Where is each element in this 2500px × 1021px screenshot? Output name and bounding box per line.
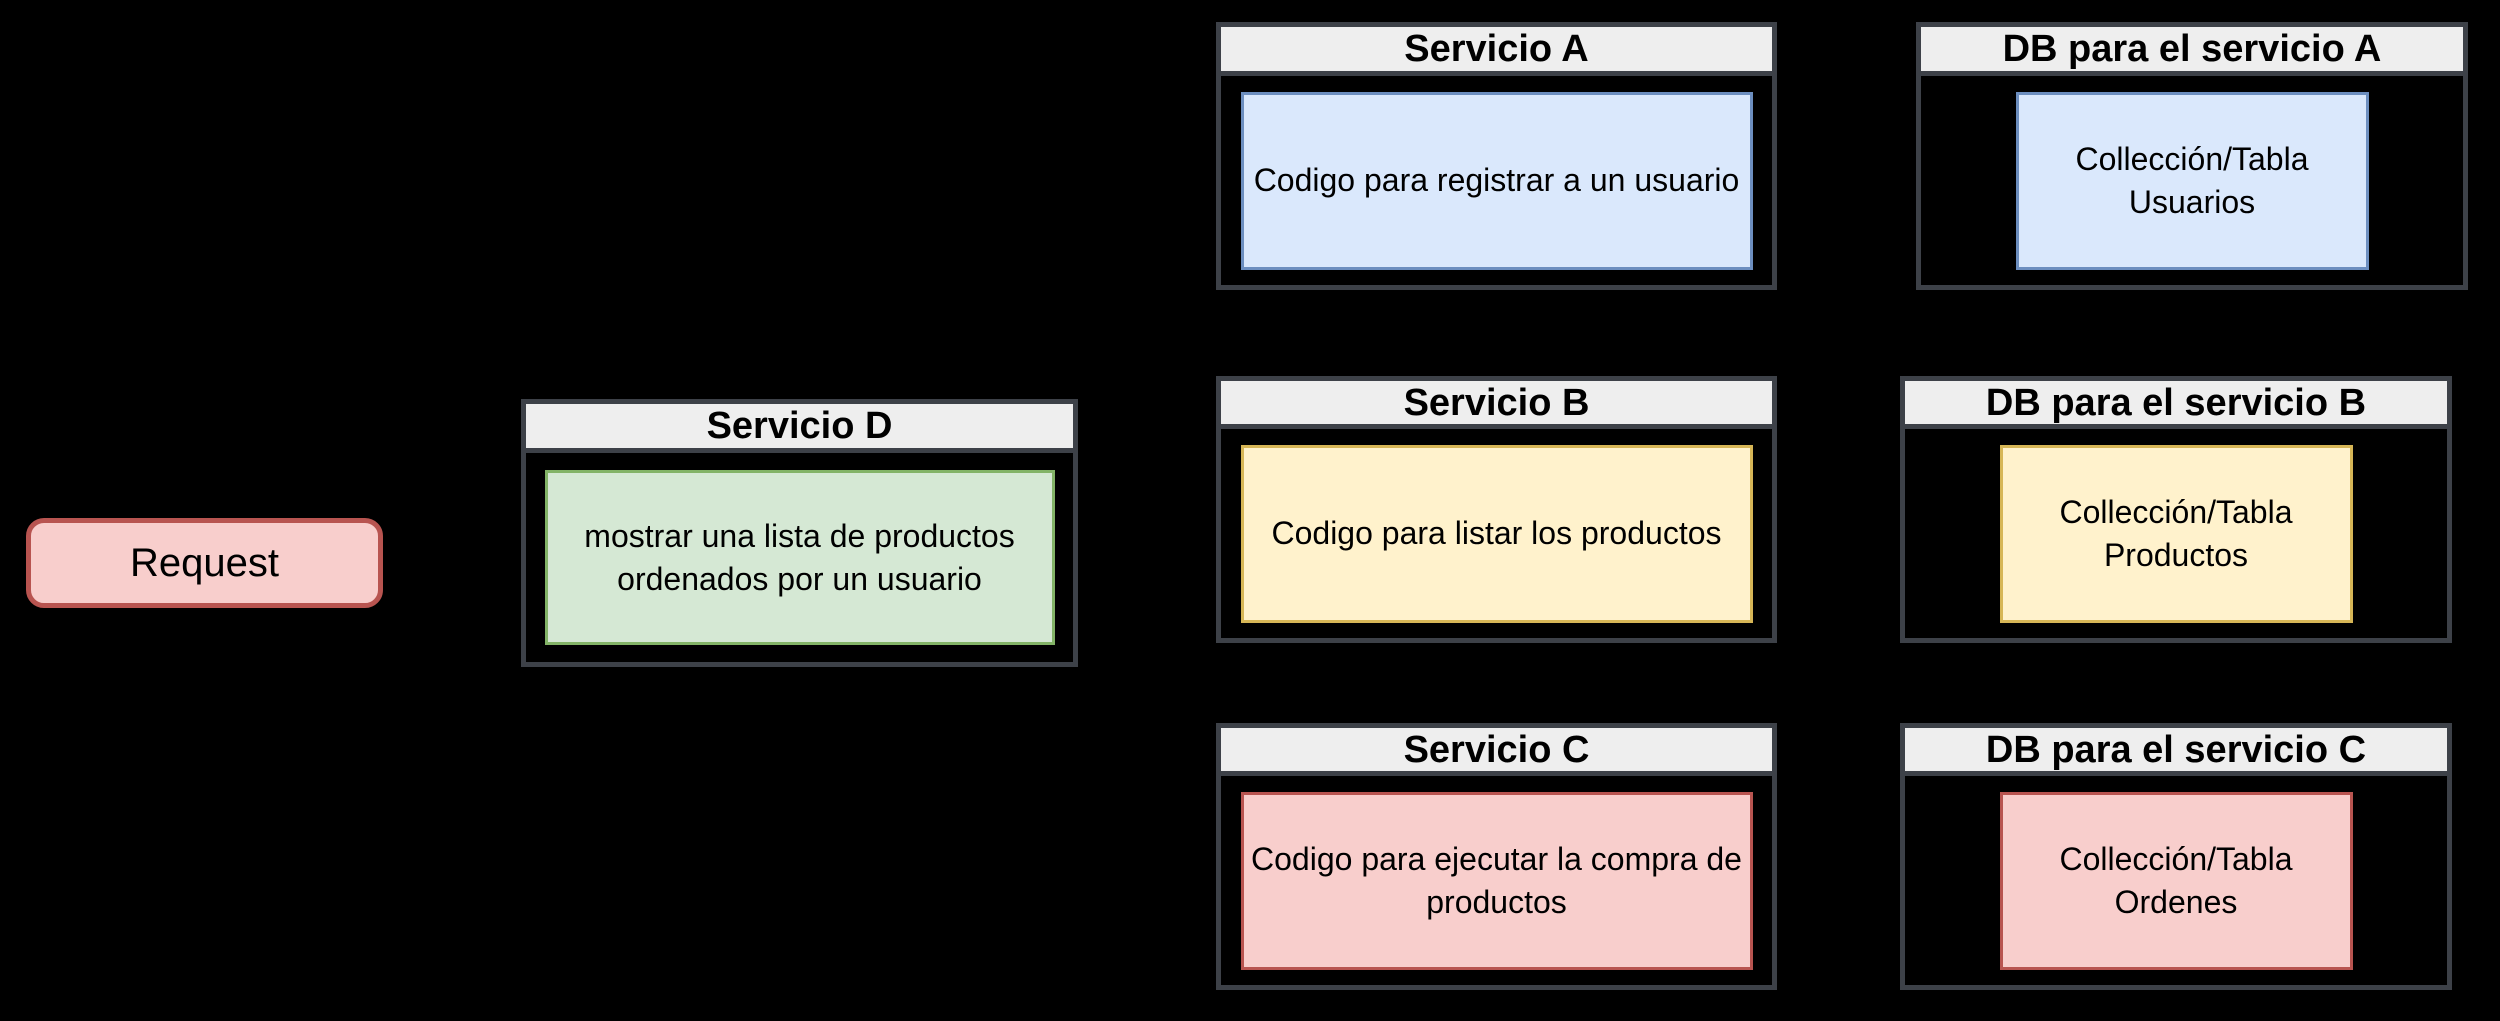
db-servicio-a-inner-text: Collección/Tabla Usuarios — [2075, 141, 2309, 220]
db-servicio-c-inner-text: Collección/Tabla Ordenes — [2059, 841, 2293, 920]
arrowhead-request-to-servicio-d — [510, 555, 521, 569]
servicio-b-inner-text: Codigo para listar los productos — [1271, 515, 1722, 552]
panel-servicio-b-body: Codigo para listar los productos — [1221, 429, 1772, 638]
panel-db-servicio-a-body: Collección/Tabla Usuarios — [1921, 76, 2463, 285]
panel-servicio-b-title: Servicio B — [1221, 381, 1772, 429]
panel-db-servicio-a[interactable]: DB para el servicio A Collección/Tabla U… — [1916, 22, 2468, 290]
servicio-d-inner-text: mostrar una lista de productos ordenados… — [584, 518, 1015, 597]
db-servicio-b-inner-text: Collección/Tabla Productos — [2059, 494, 2293, 573]
panel-db-servicio-c-title: DB para el servicio C — [1905, 728, 2447, 776]
panel-db-servicio-a-title: DB para el servicio A — [1921, 27, 2463, 76]
servicio-d-inner-box[interactable]: mostrar una lista de productos ordenados… — [544, 470, 1055, 645]
panel-servicio-b[interactable]: Servicio B Codigo para listar los produc… — [1216, 376, 1777, 643]
servicio-c-inner-box[interactable]: Codigo para ejecutar la compra de produc… — [1240, 791, 1753, 970]
panel-servicio-d-body: mostrar una lista de productos ordenados… — [526, 453, 1073, 662]
panel-servicio-c-body: Codigo para ejecutar la compra de produc… — [1221, 776, 1772, 985]
panel-db-servicio-b-body: Collección/Tabla Productos — [1905, 429, 2447, 638]
arrowhead-servicio-b-to-db-b — [1890, 503, 1901, 517]
panel-db-servicio-c[interactable]: DB para el servicio C Collección/Tabla O… — [1900, 723, 2452, 990]
panel-db-servicio-b-title: DB para el servicio B — [1905, 381, 2447, 429]
arrowhead-servicio-d-to-servicio-b — [1205, 503, 1216, 517]
panel-servicio-c[interactable]: Servicio C Codigo para ejecutar la compr… — [1216, 723, 1777, 990]
panel-servicio-d-title: Servicio D — [526, 404, 1073, 453]
db-servicio-c-inner-box[interactable]: Collección/Tabla Ordenes — [1999, 791, 2353, 970]
servicio-a-inner-box[interactable]: Codigo para registrar a un usuario — [1240, 91, 1753, 270]
arrowhead-servicio-c-to-db-c — [1890, 850, 1901, 864]
panel-servicio-a[interactable]: Servicio A Codigo para registrar a un us… — [1216, 22, 1777, 290]
db-servicio-a-inner-box[interactable]: Collección/Tabla Usuarios — [2015, 91, 2369, 270]
panel-db-servicio-b[interactable]: DB para el servicio B Collección/Tabla P… — [1900, 376, 2452, 643]
panel-db-servicio-c-body: Collección/Tabla Ordenes — [1905, 776, 2447, 985]
panel-servicio-d[interactable]: Servicio D mostrar una lista de producto… — [521, 399, 1078, 667]
arrowhead-servicio-d-to-servicio-c — [1205, 850, 1216, 864]
edge-request-to-servicio-d — [383, 562, 521, 564]
servicio-c-inner-text: Codigo para ejecutar la compra de produc… — [1251, 841, 1742, 920]
arrowhead-servicio-d-to-servicio-a — [1205, 155, 1216, 169]
servicio-a-inner-text: Codigo para registrar a un usuario — [1253, 162, 1740, 199]
panel-servicio-a-body: Codigo para registrar a un usuario — [1221, 76, 1772, 285]
servicio-b-inner-box[interactable]: Codigo para listar los productos — [1240, 444, 1753, 623]
panel-servicio-a-title: Servicio A — [1221, 27, 1772, 76]
panel-servicio-c-title: Servicio C — [1221, 728, 1772, 776]
arrowhead-servicio-a-to-db-a — [1905, 155, 1916, 169]
edge-servicio-d-to-servicio-a — [1078, 562, 1216, 564]
db-servicio-b-inner-box[interactable]: Collección/Tabla Productos — [1999, 444, 2353, 623]
request-label: Request — [130, 541, 279, 585]
request-node[interactable]: Request — [26, 518, 383, 608]
